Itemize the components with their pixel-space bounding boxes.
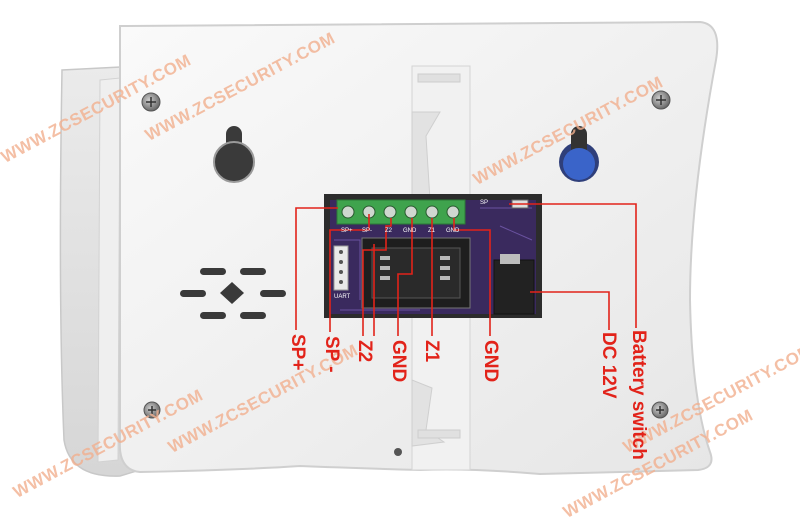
dc-jack [493,259,535,315]
silkscreen-gnd-1: GND [403,228,417,234]
channel-tab-bottom [417,429,461,439]
leader-lines [295,203,637,336]
silkscreen-sp-minus: SP- [362,228,373,234]
keyhole-left [213,126,255,183]
case-pin-hole [394,448,402,456]
terminal-block [336,199,466,225]
label-gnd-left: GND [388,340,409,383]
silkscreen-sp: SP [480,200,489,206]
silkscreen-uart: UART [334,294,351,300]
label-battery-switch: Battery switch [628,330,649,460]
channel-notch-top [411,111,441,209]
silkscreen-z2: Z2 [385,228,393,234]
screw-bottom-left [143,401,161,419]
speaker-grille [180,268,286,319]
silkscreen-z1: Z1 [428,228,436,234]
uart-header [333,245,349,291]
channel-tab-top [417,73,461,83]
pcb-window [324,194,542,318]
label-z2: Z2 [354,340,375,363]
mount-plate-edge [97,77,121,463]
label-sp-minus: SP - [321,336,342,373]
keyhole-right [559,126,599,182]
label-sp-plus: SP+ [287,334,308,371]
screw-bottom-right [651,401,669,419]
screw-top-right [651,90,671,110]
label-z1: Z1 [421,340,442,363]
silkscreen-sp-plus: SP+ [341,228,353,234]
label-dc12v: DC 12V [598,332,619,399]
label-gnd-right: GND [480,340,501,383]
screw-top-left [141,92,161,112]
silkscreen-gnd-2: GND [446,228,460,234]
